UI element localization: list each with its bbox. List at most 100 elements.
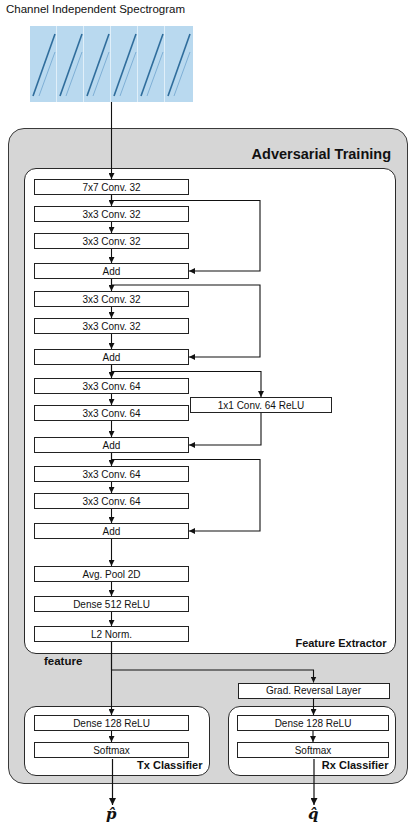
layer-box: Softmax xyxy=(237,742,389,758)
spectrogram-band xyxy=(57,26,84,102)
layer-label: Dense 128 ReLU xyxy=(275,718,352,729)
layer-box: 7x7 Conv. 32 xyxy=(34,179,189,195)
flow-arrow xyxy=(111,612,112,626)
flow-arrow xyxy=(112,195,261,271)
classifier-box: Tx Classifier Dense 128 ReLU Softmax xyxy=(24,706,210,776)
spectrogram-band xyxy=(138,26,165,102)
flow-arrow xyxy=(111,509,112,523)
layer-box: 1x1 Conv. 64 ReLU xyxy=(190,397,332,413)
layer-label: 3x3 Conv. 32 xyxy=(82,321,140,332)
flow-arrow xyxy=(111,195,112,206)
output-arrow xyxy=(112,759,113,805)
layer-box: 3x3 Conv. 32 xyxy=(34,318,189,334)
flow-arrow xyxy=(111,453,112,466)
group-title: Adversarial Training xyxy=(252,147,391,163)
image-caption: Channel Independent Spectrogram xyxy=(6,3,185,16)
layer-label: 3x3 Conv. 64 xyxy=(82,469,140,480)
spectrogram-illustration xyxy=(30,26,193,102)
chirp-line xyxy=(114,34,136,96)
flow-arrow xyxy=(111,539,112,566)
spectrogram-image: Channel Independent Spectrogram xyxy=(30,26,193,102)
chirp-echo xyxy=(174,52,190,96)
chirp-line xyxy=(87,34,109,96)
layer-box: Softmax xyxy=(34,742,189,758)
flow-arrow xyxy=(111,482,112,493)
flow-arrow xyxy=(112,279,261,357)
flow-arrow xyxy=(313,699,314,716)
layer-box: L2 Norm. xyxy=(34,626,189,642)
group-title: Feature Extractor xyxy=(295,637,386,649)
group-title: Rx Classifier xyxy=(322,759,389,771)
flow-arrow xyxy=(111,394,112,405)
chirp-line xyxy=(141,34,163,96)
flow-arrow xyxy=(111,102,112,179)
layer-label: 3x3 Conv. 64 xyxy=(82,408,140,419)
flow-arrow xyxy=(111,307,112,318)
chirp-echo xyxy=(66,52,82,96)
band-shade xyxy=(138,26,165,102)
layer-label: 3x3 Conv. 32 xyxy=(82,236,140,247)
chirp-echo xyxy=(120,52,136,96)
layer-box: Avg. Pool 2D xyxy=(34,566,189,582)
layer-box: 3x3 Conv. 32 xyxy=(34,291,189,307)
group-title: Tx Classifier xyxy=(137,759,202,771)
flow-arrow xyxy=(111,334,112,349)
band-shade xyxy=(111,26,138,102)
layer-box: Dense 512 ReLU xyxy=(34,596,189,612)
layer-box: Dense 128 ReLU xyxy=(237,715,389,731)
add-box: Add xyxy=(34,523,189,539)
layer-label: Add xyxy=(103,266,121,277)
spectrogram-band xyxy=(84,26,111,102)
layer-label: Add xyxy=(103,526,121,537)
band-shade xyxy=(30,26,57,102)
add-box: Add xyxy=(34,437,189,453)
layer-label: Dense 512 ReLU xyxy=(73,599,150,610)
layer-label: Dense 128 ReLU xyxy=(73,718,150,729)
flow-arrow xyxy=(111,582,112,596)
spectrogram-background xyxy=(30,26,193,102)
layer-box: Grad. Reversal Layer xyxy=(238,683,390,699)
band-shade xyxy=(57,26,84,102)
layer-label: Add xyxy=(103,440,121,451)
band-shade xyxy=(84,26,111,102)
chirp-line xyxy=(33,34,55,96)
layer-label: L2 Norm. xyxy=(91,629,132,640)
flow-arrow xyxy=(111,222,112,233)
band-shade xyxy=(165,26,193,102)
flow-arrow xyxy=(111,642,112,715)
output-symbol: q̂ xyxy=(308,805,319,823)
chirp-line xyxy=(60,34,82,96)
chirp-echo xyxy=(93,52,109,96)
group-box: Feature Extractor 7x7 Conv. 32 3x3 Conv. 3… xyxy=(24,168,396,654)
spectrogram-band xyxy=(30,26,57,102)
flow-arrow xyxy=(189,413,261,445)
output-arrow xyxy=(313,759,314,805)
layer-box: 3x3 Conv. 32 xyxy=(34,233,189,249)
flow-arrow xyxy=(111,279,112,291)
layer-box: Dense 128 ReLU xyxy=(34,715,189,731)
chirp-echo xyxy=(39,52,55,96)
spectrogram-band xyxy=(165,26,193,102)
flow-arrow xyxy=(111,249,112,263)
layer-box: 3x3 Conv. 64 xyxy=(34,378,189,394)
flow-arrow xyxy=(112,453,261,531)
layer-label: Grad. Reversal Layer xyxy=(266,685,361,696)
flow-arrow xyxy=(111,731,112,742)
layer-label: 3x3 Conv. 32 xyxy=(82,209,140,220)
flow-arrow xyxy=(111,421,112,437)
layer-label: 7x7 Conv. 32 xyxy=(82,182,140,193)
flow-arrow xyxy=(112,365,262,397)
layer-box: 3x3 Conv. 32 xyxy=(34,206,189,222)
layer-label: 1x1 Conv. 64 ReLU xyxy=(218,400,305,411)
layer-box: 3x3 Conv. 64 xyxy=(34,405,189,421)
classifier-box: Rx Classifier Dense 128 ReLU Softmax xyxy=(228,706,396,776)
layer-label: Softmax xyxy=(93,745,130,756)
flow-arrow xyxy=(111,365,112,378)
output-symbol: p̂ xyxy=(106,805,117,823)
flow-arrow xyxy=(312,731,313,742)
spectrogram-band xyxy=(111,26,138,102)
layer-label: Softmax xyxy=(295,745,332,756)
layer-box: 3x3 Conv. 64 xyxy=(34,493,189,509)
layer-label: Avg. Pool 2D xyxy=(82,569,140,580)
